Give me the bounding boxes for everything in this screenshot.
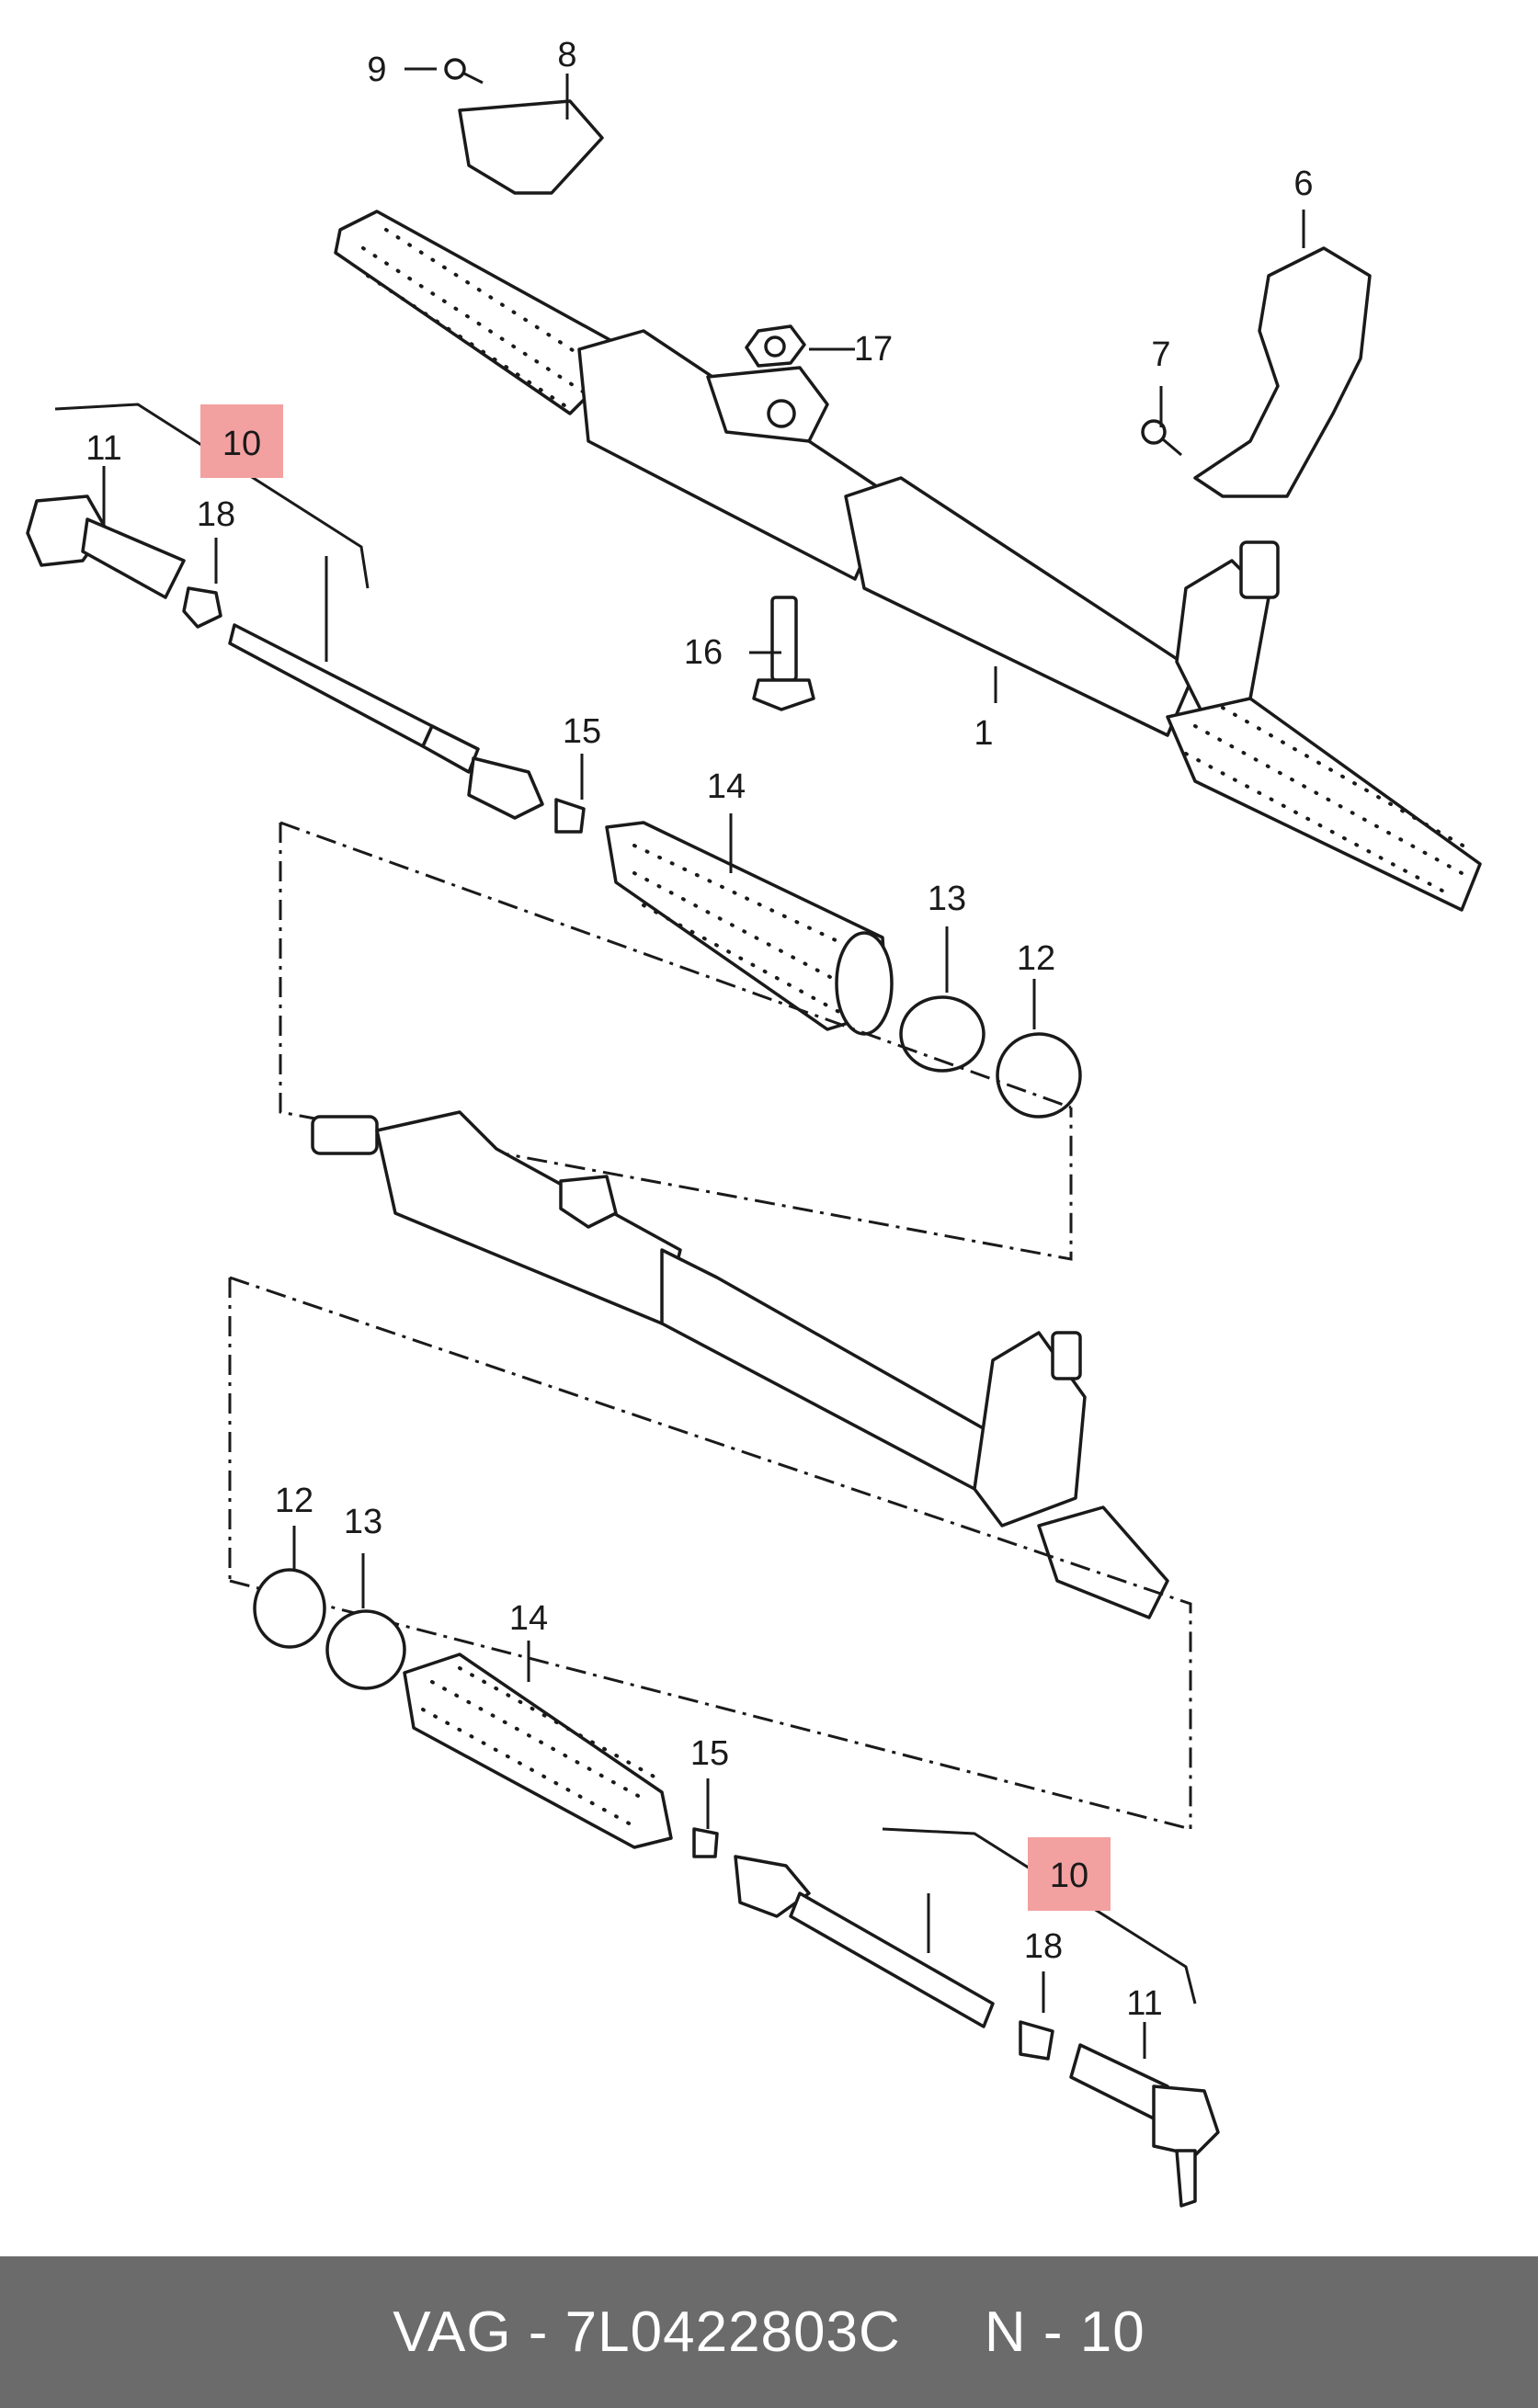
callout-12-upper: 12 bbox=[1017, 939, 1055, 978]
callout-11-lower: 11 bbox=[1126, 1984, 1162, 2023]
boot-part-14-upper bbox=[605, 821, 894, 1036]
callout-15-upper: 15 bbox=[563, 712, 601, 751]
clamp-part-8 bbox=[458, 99, 604, 195]
callout-14-lower: 14 bbox=[509, 1599, 548, 1638]
bolt-part-7 bbox=[1141, 419, 1182, 457]
callout-10-lower: 10 bbox=[1050, 1857, 1088, 1895]
clip-part-13-lower bbox=[325, 1609, 406, 1690]
callout-13-upper: 13 bbox=[928, 880, 966, 918]
footer-gap bbox=[901, 2300, 985, 2365]
callout-8: 8 bbox=[557, 36, 576, 74]
tie-rod-upper bbox=[26, 494, 586, 834]
part-number: 7L0422803C bbox=[564, 2300, 901, 2364]
brand-label: VAG bbox=[393, 2300, 512, 2364]
callout-6: 6 bbox=[1293, 165, 1313, 203]
brand-separator: - bbox=[511, 2300, 565, 2364]
ring-part-12-upper bbox=[996, 1032, 1082, 1119]
steering-rack-upper bbox=[334, 210, 1482, 912]
highlight-box-10-lower bbox=[1028, 1837, 1111, 1911]
nut-part-17 bbox=[745, 324, 806, 368]
footer-bar: VAG - 7L0422803C N - 10 bbox=[0, 2256, 1538, 2408]
tie-rod-lower bbox=[692, 1827, 1220, 2208]
steering-rack-parts-diagram: 1 6 7 8 9 10 10 11 11 12 12 13 13 14 14 … bbox=[26, 36, 1482, 2208]
ring-part-12-lower bbox=[253, 1568, 326, 1649]
callout-13-lower: 13 bbox=[344, 1503, 382, 1541]
bracket-part-6 bbox=[1193, 246, 1372, 498]
bolt-part-9 bbox=[444, 58, 484, 85]
steering-rack-lower bbox=[311, 1110, 1169, 1619]
position-label: N - 10 bbox=[984, 2300, 1145, 2364]
callout-17: 17 bbox=[854, 330, 893, 369]
callout-18-lower: 18 bbox=[1024, 1927, 1063, 1966]
highlight-box-10-upper bbox=[200, 404, 283, 478]
callout-14-upper: 14 bbox=[707, 767, 746, 806]
callout-11-upper: 11 bbox=[85, 429, 121, 468]
clip-part-13-upper bbox=[899, 995, 985, 1073]
callout-18-upper: 18 bbox=[197, 495, 235, 534]
callout-12-lower: 12 bbox=[275, 1482, 313, 1520]
callout-10-upper: 10 bbox=[222, 425, 261, 463]
footer-caption: VAG - 7L0422803C N - 10 bbox=[0, 2256, 1538, 2408]
callout-16: 16 bbox=[684, 633, 723, 672]
dashed-group-upper bbox=[279, 821, 1073, 1261]
boot-part-14-lower bbox=[403, 1653, 673, 1849]
callout-1: 1 bbox=[974, 714, 993, 753]
callout-9: 9 bbox=[367, 51, 386, 89]
bolt-part-16 bbox=[752, 596, 815, 711]
callout-15-lower: 15 bbox=[690, 1734, 729, 1773]
callout-7: 7 bbox=[1151, 335, 1170, 374]
